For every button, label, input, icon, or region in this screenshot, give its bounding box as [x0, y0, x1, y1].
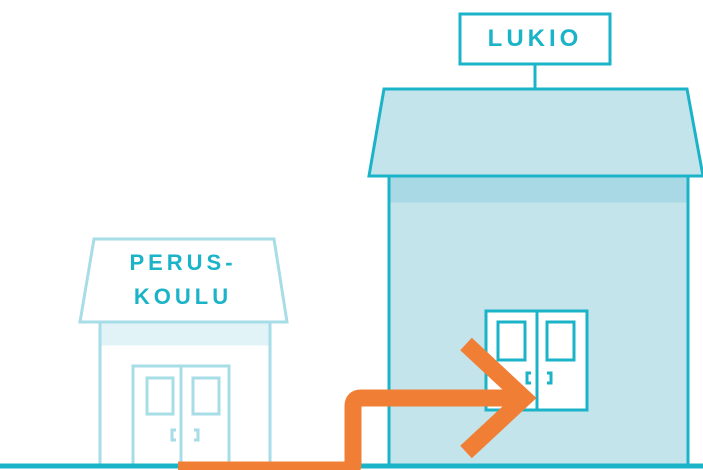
upper-secondary-sign — [458, 12, 612, 66]
upper-secondary-band — [390, 176, 687, 203]
upper-secondary-roof — [367, 87, 703, 178]
basic-school-door — [131, 364, 231, 468]
basic-school-label: PERUS- KOULU — [98, 246, 268, 314]
basic-school-building — [78, 237, 289, 468]
basic-school-roof — [78, 237, 289, 324]
basic-school-band — [101, 321, 269, 346]
upper-secondary-label: LUKIO — [487, 25, 583, 52]
basic-school-label-line2: KOULU — [133, 284, 233, 309]
basic-school-label-line1: PERUS- — [129, 250, 237, 275]
upper-secondary-building — [367, 12, 703, 467]
upper-secondary-door — [484, 309, 589, 412]
